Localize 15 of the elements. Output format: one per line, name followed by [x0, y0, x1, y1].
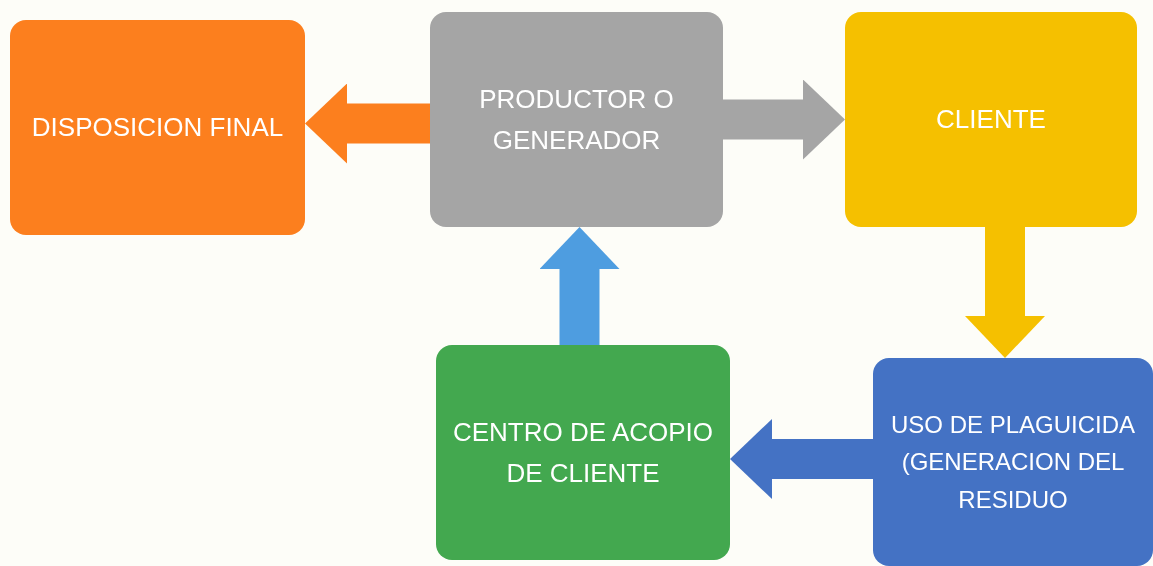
block-arrow	[305, 83, 430, 164]
block-arrow	[723, 79, 845, 160]
box-label: CENTRO DE ACOPIO DE CLIENTE	[451, 416, 714, 490]
process-box	[845, 12, 1137, 227]
box-label: PRODUCTOR O GENERADOR	[478, 83, 675, 157]
block-arrow	[965, 227, 1045, 358]
box-label: CLIENTE	[936, 103, 1046, 137]
block-arrow	[730, 419, 873, 499]
process-box	[430, 12, 723, 227]
box-label: USO DE PLAGUICIDA (GENERACION DEL RESIDUO	[889, 410, 1137, 515]
process-box	[10, 20, 305, 235]
process-box	[873, 358, 1153, 566]
box-label: DISPOSICION FINAL	[31, 111, 284, 145]
block-arrow	[539, 227, 620, 345]
process-box	[436, 345, 730, 560]
